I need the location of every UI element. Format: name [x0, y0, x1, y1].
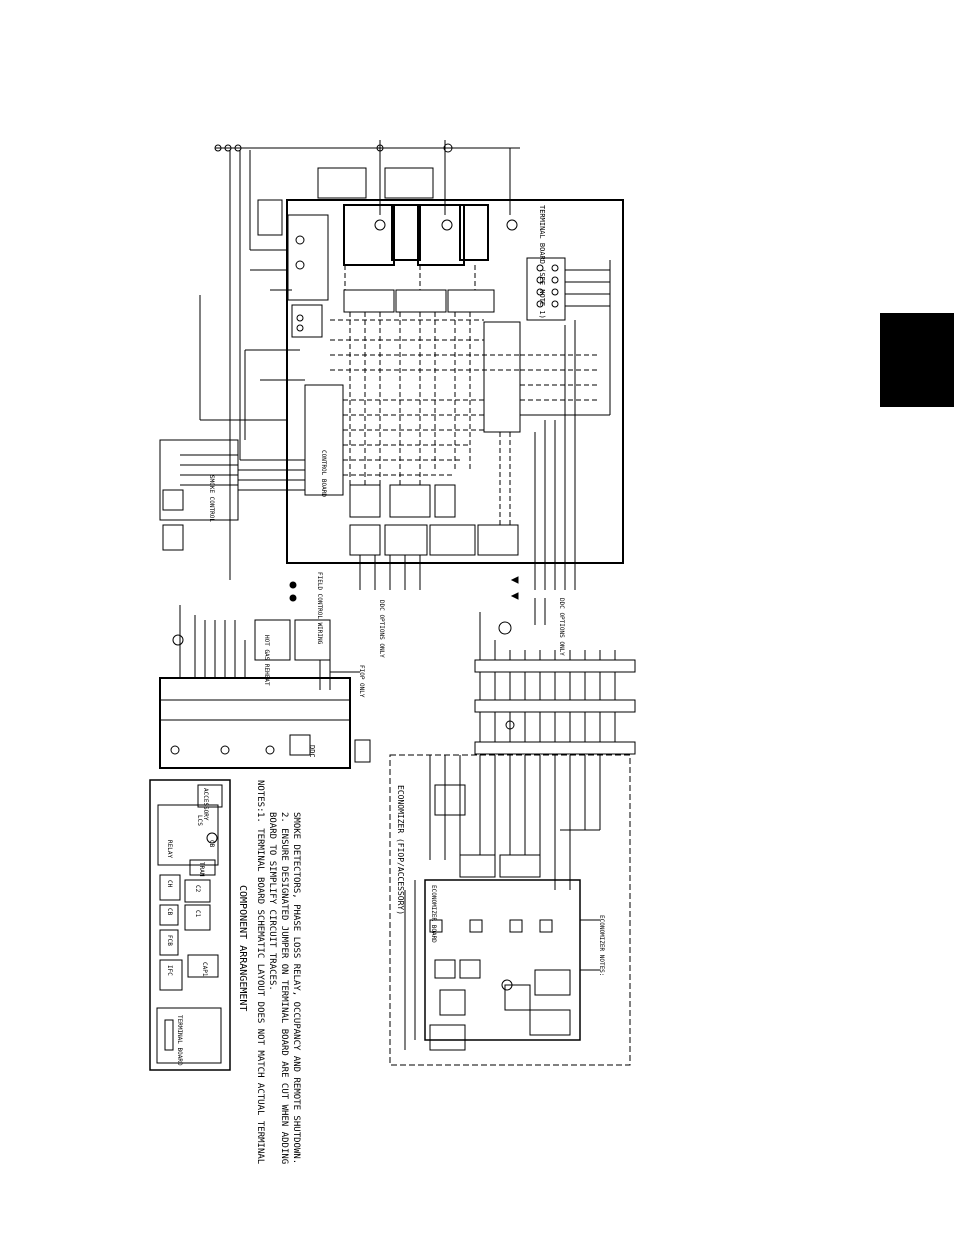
economizer-schematic: [389, 754, 631, 1066]
contactor-c1: [317, 167, 367, 199]
field-control-wiring-label: FIELD CONTROL WIRING: [316, 572, 323, 645]
note-line-3: 2. ENSURE DESIGNATED JUMPER ON TERMINAL …: [279, 812, 289, 1164]
smoke-control-label: SMOKE CONTROL: [208, 475, 215, 522]
ca-label-c2: C2: [194, 885, 201, 893]
control-board: [304, 384, 344, 496]
economizer-notes-label: ECONOMIZER NOTES:: [598, 915, 605, 976]
ca-label-cb-2: CB: [208, 840, 215, 848]
terminal-board-label: TERMINAL BOARD: [176, 1015, 183, 1066]
ca-label-tran: TRAN: [198, 862, 205, 877]
ca-label-ch: CH: [166, 880, 173, 888]
ddc-schematic: [159, 605, 371, 769]
ca-label-cap1: CAP1: [201, 962, 208, 977]
ddc-options-only-label-1: DDC OPTIONS ONLY: [378, 600, 385, 658]
component-arrangement-title: COMPONENT ARRANGEMENT: [237, 885, 248, 1011]
ddc-options-only-label-2: DDC OPTIONS ONLY: [558, 598, 565, 656]
ca-label-c1: C1: [194, 910, 201, 918]
upper-schematic: [159, 140, 624, 602]
contactor-c2: [384, 167, 434, 199]
ca-label-cb: CB: [166, 908, 173, 916]
notes-heading: NOTES:: [255, 780, 265, 813]
ca-label-ifc: IFC: [166, 965, 173, 976]
ddc-label: DDC: [308, 745, 316, 758]
section-tab-marker: [880, 313, 954, 407]
accessory-label: ACCESSORY: [202, 788, 209, 821]
ca-label-fcb: FCB: [166, 935, 173, 946]
ca-label-relay: RELAY: [166, 840, 173, 858]
economizer-board-label: ECONOMIZER BOARD: [430, 885, 437, 943]
note-line-1: 1. TERMINAL BOARD SCHEMATIC LAYOUT DOES …: [255, 812, 265, 1164]
note-line-4: SMOKE DETECTORS, PHASE LOSS RELAY, OCCUP…: [291, 812, 301, 1164]
component-arrangement-diagram: [149, 779, 231, 1071]
note-line-2: BOARD TO SIMPLIFY CIRCUIT TRACES.: [267, 812, 277, 991]
notes-block: NOTES: 1. TERMINAL BOARD SCHEMATIC LAYOU…: [255, 780, 301, 1164]
ca-label-lcs: LCS: [196, 815, 203, 826]
fiop-only-label: FIOP ONLY: [358, 665, 365, 698]
terminal-strips: [474, 598, 636, 755]
control-enclosure: [286, 199, 624, 564]
terminal-board-note: TERMINAL BOARD (SEE NOTE 1): [538, 205, 546, 319]
smoke-control-module: [159, 439, 239, 521]
control-board-label: CONTROL BOARD: [320, 450, 327, 497]
economizer-title: ECONOMIZER (FIOP/ACCESSORY): [396, 785, 405, 915]
hot-gas-reheat-label: HOT GAS REHEAT: [263, 635, 270, 686]
